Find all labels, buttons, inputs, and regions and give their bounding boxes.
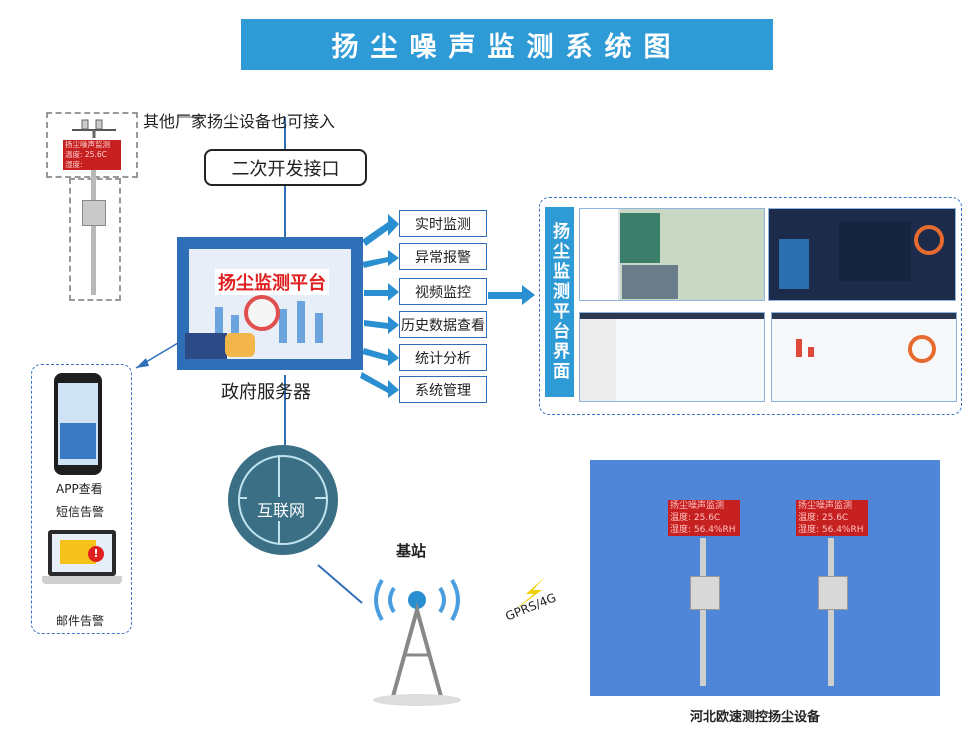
- screenshot-map: [579, 208, 765, 301]
- sms-label: 短信告警: [56, 505, 105, 519]
- weather-sensor-icon: [68, 118, 120, 138]
- alert-frame: [31, 364, 132, 634]
- platform-label-text: 扬尘监测平台界面: [549, 222, 569, 382]
- menu-item-realtime[interactable]: 实时监测: [399, 210, 487, 237]
- led-display-left: 扬尘噪声监测 温度: 25.6C 湿度: 56.4%RH: [668, 500, 740, 536]
- led-display-right: 扬尘噪声监测 温度: 25.6C 湿度: 56.4%RH: [796, 500, 868, 536]
- platform-label: 扬尘监测平台界面: [545, 207, 574, 397]
- page-title: 扬尘噪声监测系统图: [241, 19, 773, 70]
- screenshot-table: [579, 312, 765, 402]
- platform-frame: [539, 197, 962, 415]
- menu-item-alarm[interactable]: 异常报警: [399, 243, 487, 270]
- menu-item-system[interactable]: 系统管理: [399, 376, 487, 403]
- menu-item-statistics[interactable]: 统计分析: [399, 344, 487, 371]
- base-station-tower-icon: [373, 578, 461, 706]
- base-station-label: 基站: [396, 542, 427, 560]
- dev-interface-box: 二次开发接口: [204, 149, 367, 186]
- led-display: 扬尘噪声监测 温度: 25.6C 湿度: 56.4%RH: [63, 140, 121, 170]
- phone-icon: [54, 373, 102, 475]
- screenshot-dashboard: [768, 208, 956, 301]
- laptop-icon: !: [42, 530, 122, 590]
- server-screen-text: 扬尘监测平台: [215, 269, 329, 295]
- device-caption: 河北欧速测控扬尘设备: [690, 710, 821, 725]
- hand-icon: [185, 333, 227, 359]
- server-label: 政府服务器: [221, 382, 311, 403]
- internet-label: 互联网: [247, 497, 315, 521]
- chart-bars-icon: [215, 295, 323, 343]
- mail-label: 邮件告警: [56, 614, 105, 628]
- screenshot-statistics: [771, 312, 957, 402]
- app-label: APP查看: [56, 482, 103, 496]
- menu-item-video[interactable]: 视频监控: [399, 278, 487, 305]
- device-photo: 扬尘噪声监测 温度: 25.6C 湿度: 56.4%RH 扬尘噪声监测 温度: …: [590, 460, 940, 696]
- control-box: [82, 200, 106, 226]
- menu-item-history[interactable]: 历史数据查看: [399, 311, 487, 338]
- device-pole: [91, 170, 96, 295]
- control-box-left: [690, 576, 720, 610]
- alert-icon: !: [88, 546, 104, 562]
- server-screen: 扬尘监测平台: [177, 237, 363, 370]
- control-box-right: [818, 576, 848, 610]
- other-device-note: 其他厂家扬尘设备也可接入: [143, 112, 336, 131]
